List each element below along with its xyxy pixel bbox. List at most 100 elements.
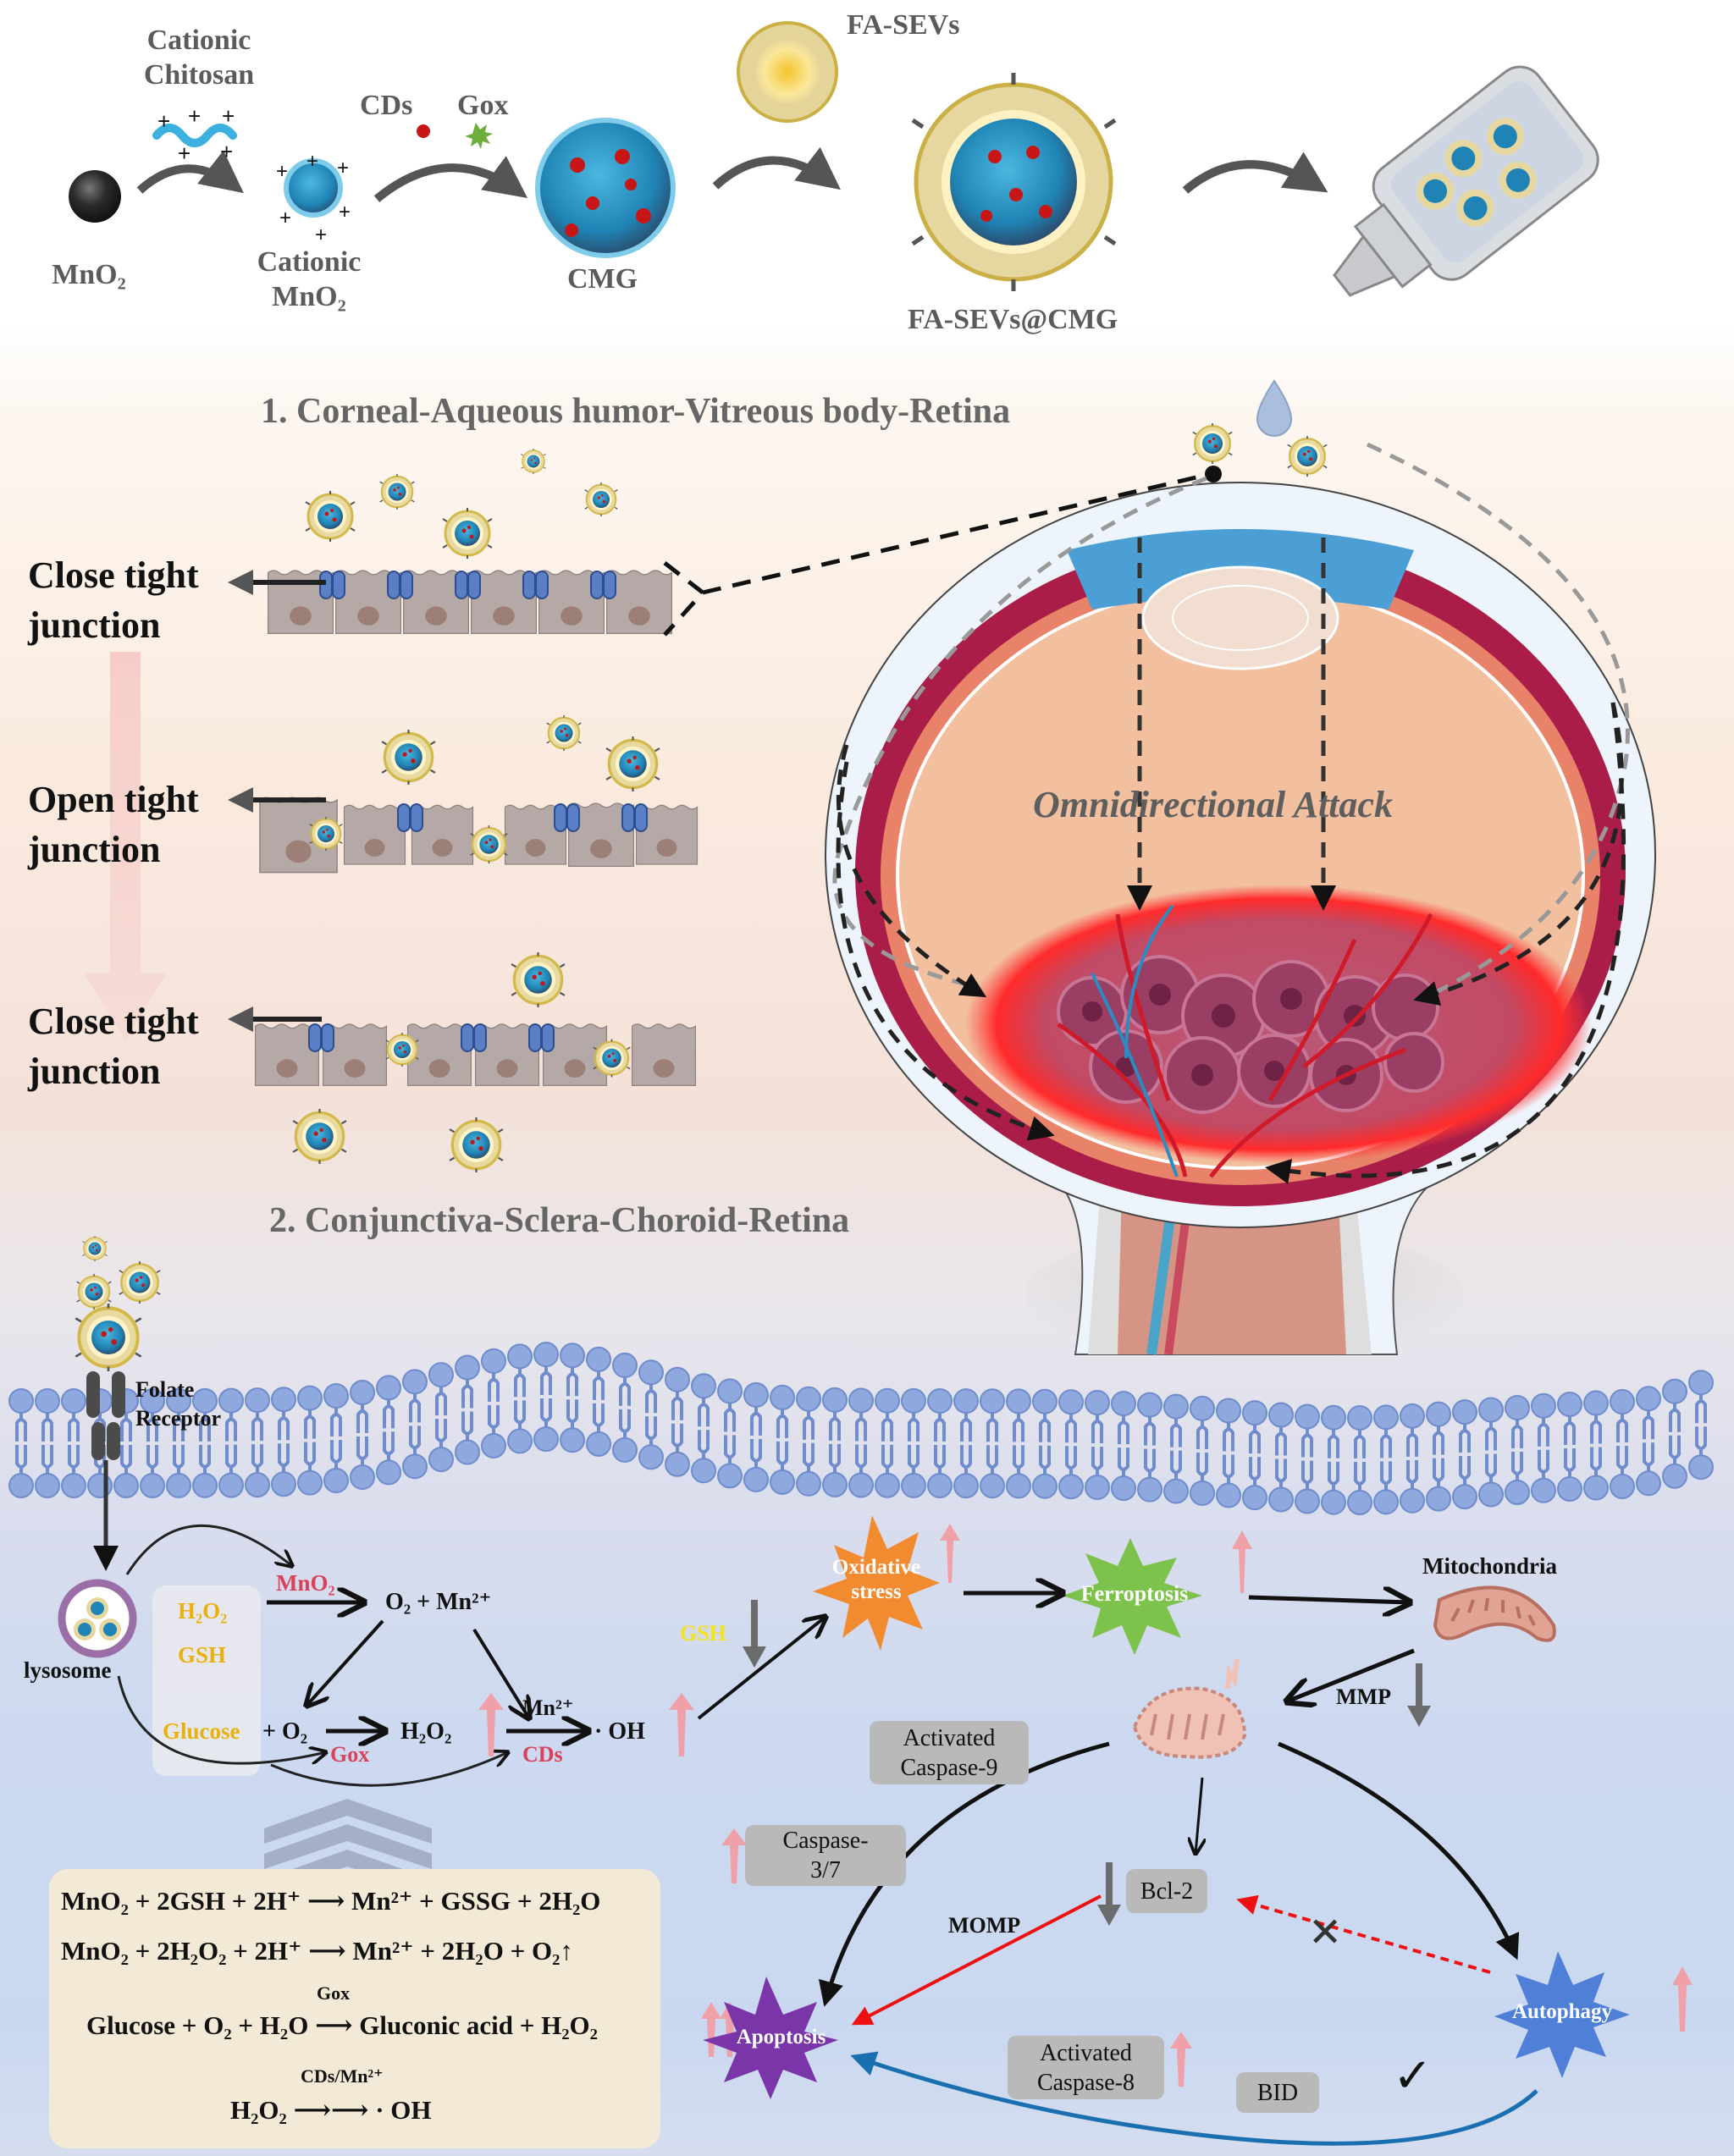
lipid-head-bottom <box>980 1473 1005 1499</box>
stage2-line1: Open tight <box>28 779 199 820</box>
lipid-head-bottom <box>1557 1475 1582 1502</box>
lipid-tails <box>960 1413 972 1475</box>
lipid-tails <box>1380 1429 1392 1491</box>
lipid-head-bottom <box>1373 1489 1399 1515</box>
lipid-head-top <box>638 1359 664 1386</box>
substrate-h2o2: H₂O₂ <box>178 1598 228 1624</box>
lipid-head-top <box>245 1387 270 1414</box>
lipid-head-top <box>323 1382 349 1409</box>
lipid-head-top <box>428 1362 454 1388</box>
lipid-head-top <box>1373 1404 1399 1431</box>
lysosome-to-gox-arrow <box>117 1675 326 1765</box>
caspase9-line2: Caspase-9 <box>900 1754 998 1781</box>
momp-arrow <box>851 1894 1102 2026</box>
svg-text:+: + <box>279 207 291 229</box>
lipid-tails <box>1039 1413 1051 1475</box>
lipid-head-bottom <box>323 1467 349 1493</box>
blocked-cross-icon: ✕ <box>1308 1909 1343 1956</box>
chitosan-label: Cationic Chitosan <box>127 24 271 93</box>
lipid-head-top <box>481 1348 506 1374</box>
route1-title: 1. Corneal-Aqueous humor-Vitreous body-R… <box>261 392 1011 431</box>
lipid-head-top <box>822 1387 848 1413</box>
lipid-head-bottom <box>218 1472 244 1498</box>
folate-receptor-label: Folate Receptor <box>135 1376 221 1433</box>
cmg-particle <box>535 118 676 258</box>
lysosome-to-cds-arrow <box>270 1752 508 1787</box>
lipid-head-bottom <box>481 1432 506 1458</box>
lipid-tails <box>645 1384 657 1446</box>
lipid-head-bottom <box>848 1472 874 1498</box>
zoom-callout-lines <box>663 471 1212 637</box>
lipid-head-top <box>455 1354 480 1381</box>
lipid-head-bottom <box>271 1471 296 1497</box>
svg-text:+: + <box>276 160 288 183</box>
gox-catalyst-label: Gox <box>330 1742 370 1767</box>
lipid-head-bottom <box>743 1466 769 1492</box>
svg-text:+: + <box>156 0 168 5</box>
lipid-head-bottom <box>1006 1473 1031 1499</box>
lipid-head-bottom <box>140 1472 165 1498</box>
lipid-head-top <box>612 1352 638 1378</box>
lipid-head-top <box>271 1387 296 1413</box>
reaction-arrow-icon: ⟶ <box>308 1936 353 1966</box>
mitochondria-label: Mitochondria <box>1422 1553 1557 1579</box>
lipid-tails <box>1118 1415 1129 1477</box>
lipid-head-bottom <box>8 1472 34 1498</box>
stage3-line1: Close tight <box>28 1001 199 1042</box>
equation-2-rhs: Mn²⁺ + 2H₂O + O₂↑ <box>352 1936 573 1966</box>
lipid-head-top <box>218 1387 244 1414</box>
mito-to-autophagy-arrow <box>1278 1741 1520 1960</box>
apoptosis-label: Apoptosis <box>736 2026 826 2048</box>
lipid-head-top <box>1662 1378 1687 1404</box>
lipid-head-bottom <box>35 1472 60 1498</box>
lipid-head-bottom <box>612 1436 638 1463</box>
cmg-label: CMG <box>567 263 638 295</box>
lipid-head-bottom <box>638 1444 664 1470</box>
cmg-cds-dots <box>565 149 651 237</box>
lipid-tails <box>1091 1414 1103 1475</box>
lipid-tails <box>146 1412 158 1474</box>
lipid-head-bottom <box>1032 1473 1058 1499</box>
route2-title: 2. Conjunctiva-Sclera-Choroid-Retina <box>269 1201 850 1240</box>
lipid-head-bottom <box>1137 1476 1162 1503</box>
lipid-tails <box>120 1412 132 1474</box>
lipid-head-top <box>1085 1389 1110 1415</box>
bid-box: BID <box>1236 2072 1319 2113</box>
svg-text:+: + <box>315 223 327 246</box>
cationic-mno2-particle <box>284 158 343 218</box>
increase-arrows <box>478 1524 1693 2087</box>
gox-label: Gox <box>457 90 509 121</box>
lipid-tails <box>881 1412 893 1474</box>
lipid-head-top <box>1610 1388 1635 1414</box>
caspase37-line2: 3/7 <box>810 1857 841 1883</box>
reaction-arrow-icon: ⟶ <box>315 2010 360 2040</box>
lipid-tails <box>1328 1429 1339 1491</box>
lipid-head-bottom <box>376 1459 401 1486</box>
lipid-head-top <box>796 1386 821 1412</box>
chitosan-label-line2: Chitosan <box>143 58 255 91</box>
lysosome-to-mno2-arrow <box>125 1524 292 1575</box>
mitochondria-icon <box>1433 1585 1556 1642</box>
ferroptosis-burst <box>1063 1538 1202 1655</box>
equation-4: H₂O₂ ⟶⟶ · OH <box>230 2095 432 2126</box>
lipid-tails <box>383 1399 395 1461</box>
lipid-tails <box>1616 1413 1628 1475</box>
svg-text:+: + <box>220 139 233 164</box>
lipid-head-top <box>1636 1386 1661 1412</box>
lipid-tails <box>829 1411 841 1473</box>
lipid-head-bottom <box>1426 1486 1451 1512</box>
lipid-tails <box>1223 1422 1234 1484</box>
lipid-tails <box>1406 1427 1418 1489</box>
lipid-head-bottom <box>61 1472 86 1498</box>
lipid-tails <box>199 1412 211 1474</box>
lipid-head-bottom <box>953 1473 979 1499</box>
ferroptosis-to-mito-arrow <box>1248 1597 1410 1602</box>
caspase37-box: Caspase-3/7 <box>745 1825 906 1886</box>
lipid-head-bottom <box>1321 1489 1346 1515</box>
bcl2-box: Bcl-2 <box>1126 1869 1207 1913</box>
lipid-head-top <box>1216 1398 1241 1424</box>
synthesis-arrow-4 <box>1182 152 1328 194</box>
caspase8-line1: Activated <box>1040 2039 1132 2066</box>
